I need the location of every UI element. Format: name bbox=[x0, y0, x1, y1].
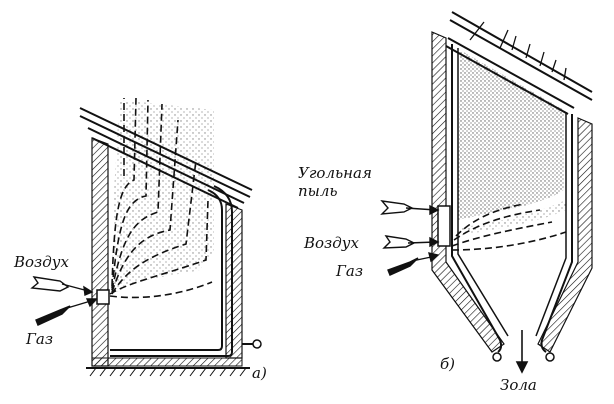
furnace-b-ash-label: Зола bbox=[500, 376, 537, 394]
furnace-b-left-wall bbox=[431, 31, 505, 353]
figure-a-caption: а) bbox=[252, 364, 267, 382]
furnace-a bbox=[30, 97, 262, 377]
furnace-a-flame-lines bbox=[109, 97, 213, 299]
furnace-b-right-tube bbox=[540, 114, 573, 353]
furnace-b-left-tube bbox=[451, 44, 503, 353]
furnace-b-coal-label-2: пыль bbox=[298, 182, 338, 200]
furnace-a-left-wall bbox=[91, 137, 109, 367]
furnace-a-gas-label: Газ bbox=[26, 330, 54, 348]
furnace-a-flame-dots bbox=[112, 100, 214, 296]
furnace-b-streaks bbox=[469, 21, 567, 81]
figure-b-caption: б) bbox=[440, 355, 456, 373]
furnace-a-floor bbox=[91, 357, 243, 367]
furnace-b-gas-arrow bbox=[387, 252, 440, 276]
furnace-a-air-label: Воздух bbox=[14, 253, 69, 271]
furnace-a-ground-hatch bbox=[89, 367, 247, 377]
furnace-b-burner bbox=[437, 205, 451, 247]
furnace-b-flame-dots bbox=[458, 50, 564, 220]
furnace-a-gas-arrow bbox=[35, 298, 98, 326]
furnace-b-left-outlet bbox=[492, 352, 502, 362]
furnace-b-gas-label: Газ bbox=[336, 262, 364, 280]
furnace-b-air-label: Воздух bbox=[304, 234, 359, 252]
furnace-a-outlet bbox=[252, 339, 262, 349]
furnace-b-air-arrow bbox=[382, 235, 440, 249]
furnace-b-ash-arrow bbox=[515, 330, 529, 374]
furnace-a-right-wall bbox=[225, 203, 243, 359]
furnace-b-coal-arrow bbox=[380, 200, 440, 216]
furnace-a-tube bbox=[110, 189, 223, 351]
furnace-b-right-wall bbox=[537, 117, 593, 353]
furnace-a-air-arrow bbox=[30, 276, 94, 297]
furnace-b-right-outlet bbox=[545, 352, 555, 362]
furnace-b bbox=[380, 11, 593, 374]
furnace-b-flame-lines bbox=[451, 203, 567, 251]
furnace-a-burner bbox=[96, 289, 110, 305]
furnace-b-coal-label-1: Угольная bbox=[298, 164, 372, 182]
